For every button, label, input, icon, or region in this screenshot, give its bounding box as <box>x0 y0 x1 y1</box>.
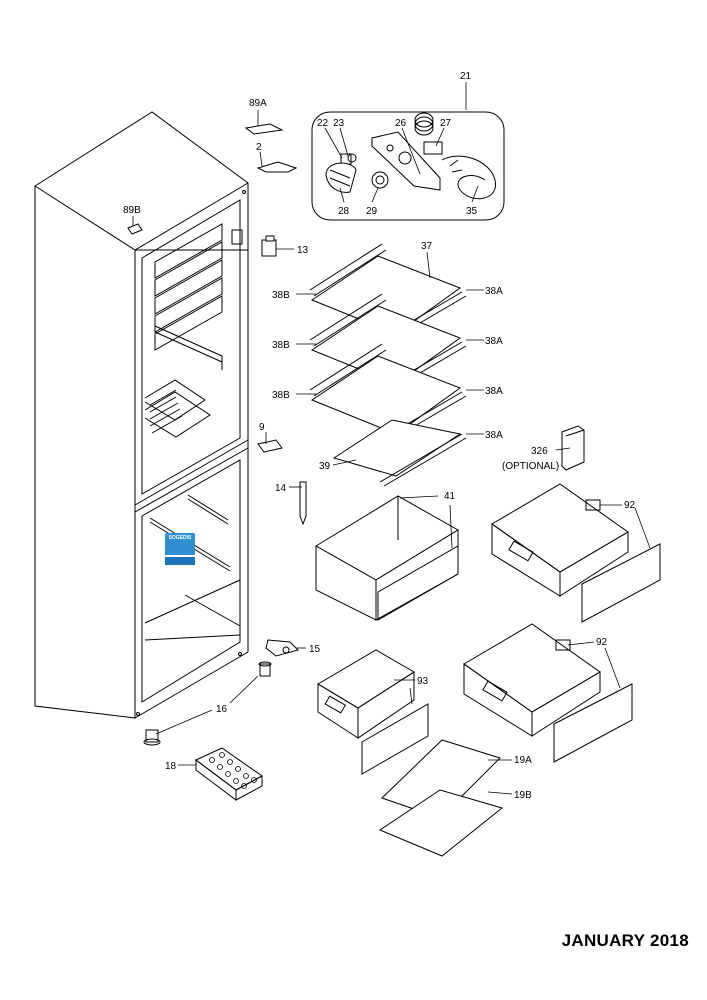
label-35: 35 <box>466 206 478 217</box>
label-23: 23 <box>333 118 345 129</box>
crisper-drawer <box>315 495 459 621</box>
footer-date: JANUARY 2018 <box>561 931 689 950</box>
label-89A: 89A <box>249 98 267 109</box>
label-19B: 19B <box>514 790 532 801</box>
hinge-cover-89B <box>127 223 143 235</box>
fridge-rails <box>144 494 241 641</box>
label-13: 13 <box>297 245 309 256</box>
label-2: 2 <box>256 142 262 153</box>
label-39: 39 <box>319 461 331 472</box>
door-handle-14 <box>299 481 307 526</box>
logo-bar <box>165 557 195 565</box>
optional-part-326 <box>561 425 585 471</box>
label-38B-1: 38B <box>272 290 290 301</box>
label-41: 41 <box>444 491 456 502</box>
freezer-drawer-small <box>317 649 429 775</box>
switch-13 <box>261 235 277 257</box>
label-38A-1: 38A <box>485 286 503 297</box>
label-29: 29 <box>366 206 378 217</box>
glass-shelves <box>309 243 467 487</box>
sogedis-logo: SOGEDIS <box>165 533 195 567</box>
label-15: 15 <box>309 644 321 655</box>
label-326: 326 <box>531 446 548 457</box>
freezer-drawer-lower <box>463 623 633 763</box>
leader-lines <box>132 82 651 795</box>
part-labels: 89A 2 89B 13 21 22 23 26 27 28 29 35 37 … <box>123 71 636 801</box>
label-9: 9 <box>259 422 265 433</box>
fridge-cabinet <box>34 111 249 719</box>
label-38B-2: 38B <box>272 340 290 351</box>
lower-hinge-15 <box>265 639 299 657</box>
label-89B: 89B <box>123 205 141 216</box>
label-21: 21 <box>460 71 472 82</box>
control-window <box>231 229 243 245</box>
thermostat-assembly-group <box>311 111 505 221</box>
label-92-lower: 92 <box>596 637 608 648</box>
label-19A: 19A <box>514 755 532 766</box>
label-14: 14 <box>275 483 287 494</box>
label-93: 93 <box>417 676 429 687</box>
adjustable-foot-16-b <box>143 729 161 746</box>
freezer-glass-panels <box>378 739 504 857</box>
label-18: 18 <box>165 761 177 772</box>
upper-hinge-2 <box>256 161 298 173</box>
label-38A-3: 38A <box>485 386 503 397</box>
capillary-coil-icon <box>414 112 434 136</box>
label-optional: (OPTIONAL) <box>502 461 559 472</box>
label-92-upper: 92 <box>624 500 636 511</box>
adjustable-foot-16-a <box>258 661 272 677</box>
freezer-shelves <box>154 223 223 370</box>
middle-hinge-9 <box>257 439 283 453</box>
label-28: 28 <box>338 206 350 217</box>
label-38B-3: 38B <box>272 390 290 401</box>
label-38A-2: 38A <box>485 336 503 347</box>
label-26: 26 <box>395 118 407 129</box>
freezer-drawer-upper <box>491 483 661 623</box>
label-37: 37 <box>421 241 433 252</box>
freezer-floor <box>144 379 211 438</box>
hinge-cover-89A <box>244 123 284 135</box>
label-22: 22 <box>317 118 329 129</box>
logo-text: SOGEDIS <box>165 533 195 555</box>
label-27: 27 <box>440 118 452 129</box>
ice-tray-18 <box>195 747 263 801</box>
label-38A-4: 38A <box>485 430 503 441</box>
label-16: 16 <box>216 704 228 715</box>
